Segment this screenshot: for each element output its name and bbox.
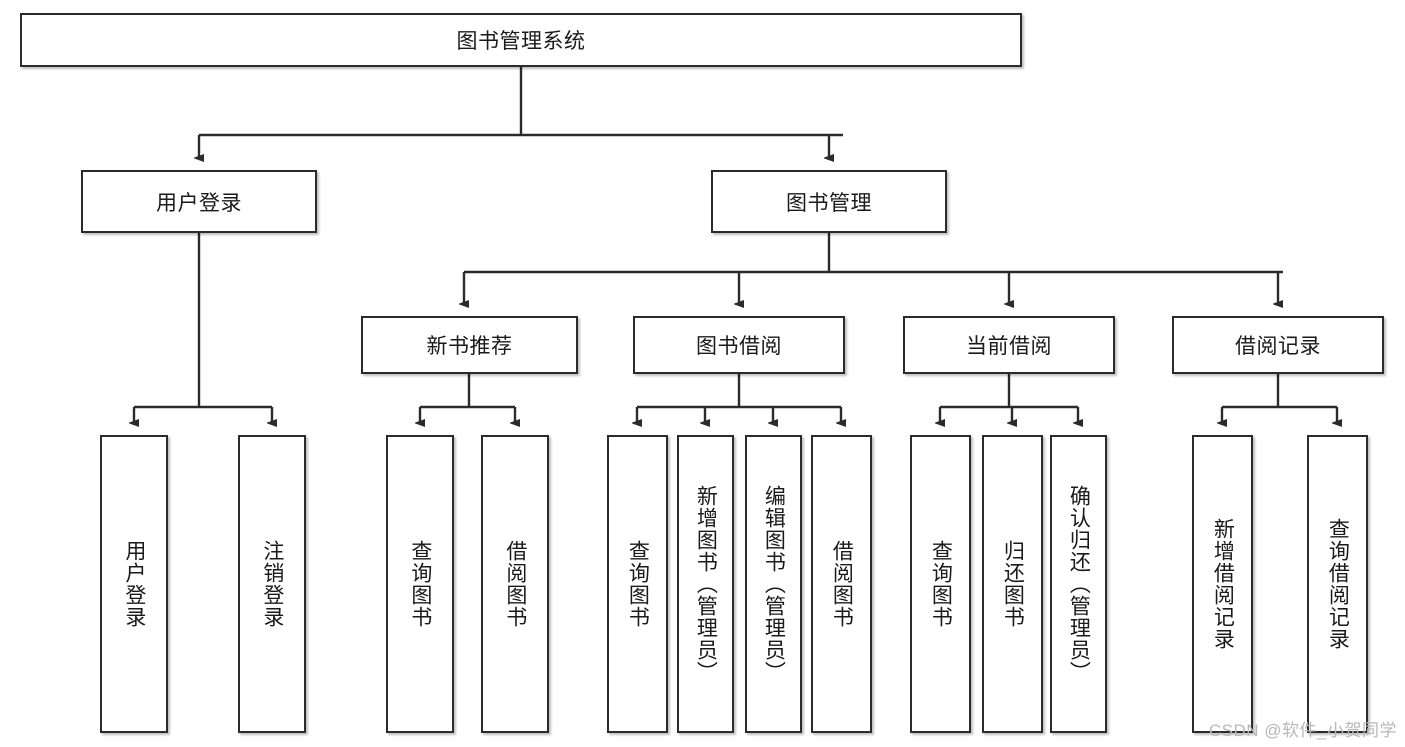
node-borrow-record[interactable]: 借阅记录 [1172, 316, 1384, 374]
leaf-confirm-return[interactable]: 确认归还（管理员） [1050, 435, 1107, 733]
leaf-label: 借阅图书 [503, 540, 527, 628]
csdn-watermark: CSDN @软件_小贺同学 [1208, 721, 1397, 740]
node-new-book-recommend[interactable]: 新书推荐 [361, 316, 578, 374]
leaf-label: 新增图书（管理员） [694, 485, 718, 683]
leaf-add-record[interactable]: 新增借阅记录 [1192, 435, 1253, 733]
leaf-user-login[interactable]: 用户登录 [100, 435, 168, 733]
leaf-edit-book[interactable]: 编辑图书（管理员） [745, 435, 802, 733]
node-book-manage[interactable]: 图书管理 [711, 170, 947, 233]
leaf-borrow-book-new[interactable]: 借阅图书 [481, 435, 549, 733]
node-book-borrow[interactable]: 图书借阅 [633, 316, 845, 374]
leaf-label: 确认归还（管理员） [1067, 485, 1091, 683]
leaf-query-record[interactable]: 查询借阅记录 [1307, 435, 1368, 733]
leaf-label: 查询图书 [929, 540, 953, 628]
leaf-query-book-bo[interactable]: 查询图书 [607, 435, 668, 733]
leaf-label: 查询借阅记录 [1326, 518, 1350, 650]
leaf-borrow-book-bo[interactable]: 借阅图书 [811, 435, 872, 733]
node-current-borrow[interactable]: 当前借阅 [903, 316, 1115, 374]
leaf-label: 查询图书 [408, 540, 432, 628]
leaf-label: 借阅图书 [830, 540, 854, 628]
leaf-query-book-new[interactable]: 查询图书 [386, 435, 454, 733]
leaf-label: 编辑图书（管理员） [762, 485, 786, 683]
leaf-label: 查询图书 [626, 540, 650, 628]
leaf-add-book[interactable]: 新增图书（管理员） [677, 435, 734, 733]
leaf-query-book-cur[interactable]: 查询图书 [910, 435, 971, 733]
node-user-login[interactable]: 用户登录 [81, 170, 317, 233]
leaf-logout[interactable]: 注销登录 [238, 435, 306, 733]
leaf-label: 新增借阅记录 [1211, 518, 1235, 650]
leaf-label: 归还图书 [1001, 540, 1025, 628]
leaf-label: 用户登录 [122, 540, 146, 628]
leaf-return-book[interactable]: 归还图书 [982, 435, 1043, 733]
node-root[interactable]: 图书管理系统 [20, 13, 1022, 67]
leaf-label: 注销登录 [260, 540, 284, 628]
